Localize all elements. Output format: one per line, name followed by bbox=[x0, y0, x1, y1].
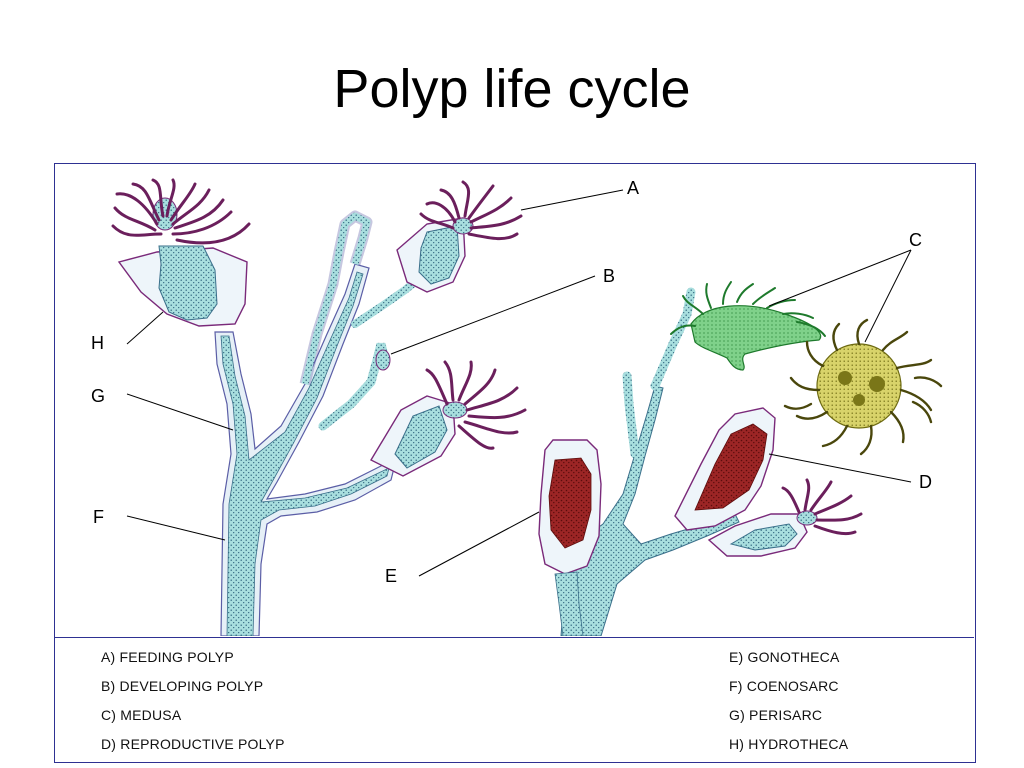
gonotheca-e-gonads bbox=[548, 457, 592, 549]
medusa-yellow bbox=[783, 318, 943, 456]
tentacles-small bbox=[781, 478, 863, 536]
right-colony bbox=[538, 287, 863, 636]
hydroid-illustration: A B C D E F G H bbox=[91, 178, 943, 636]
callout-c: C bbox=[909, 230, 922, 250]
legend-item-f: F) COENOSARC bbox=[729, 678, 839, 694]
legend-item-h: H) HYDROTHECA bbox=[729, 736, 849, 752]
left-colony bbox=[111, 178, 527, 636]
leader-h bbox=[126, 311, 164, 345]
figure-frame: A B C D E F G H A) FEEDING POLYP B) DEVE… bbox=[54, 163, 976, 763]
medusa-green bbox=[670, 281, 826, 371]
right-branch-up-right bbox=[650, 287, 696, 391]
callout-g: G bbox=[91, 386, 105, 406]
leader-c-yellow bbox=[864, 249, 912, 343]
legend-item-d: D) REPRODUCTIVE POLYP bbox=[101, 736, 285, 752]
leader-lines bbox=[126, 189, 912, 577]
leader-g bbox=[126, 393, 234, 431]
leader-f bbox=[126, 515, 226, 541]
callout-b: B bbox=[603, 266, 615, 286]
legend-divider bbox=[55, 637, 974, 638]
slide-title: Polyp life cycle bbox=[333, 59, 691, 119]
developing-polyp-b bbox=[318, 342, 390, 431]
callout-f: F bbox=[93, 507, 104, 527]
leader-c-green bbox=[768, 249, 912, 307]
tentacles-mid bbox=[425, 360, 527, 450]
hypostome-h bbox=[152, 197, 178, 231]
feeding-polyp-mid-body bbox=[394, 405, 448, 469]
leader-e bbox=[418, 511, 540, 577]
leader-a bbox=[520, 189, 624, 211]
legend-item-e: E) GONOTHECA bbox=[729, 649, 840, 665]
callout-d: D bbox=[919, 472, 932, 492]
legend-item-a: A) FEEDING POLYP bbox=[101, 649, 234, 665]
right-branch-up-left bbox=[622, 371, 640, 459]
legend-item-g: G) PERISARC bbox=[729, 707, 823, 723]
legend-item-b: B) DEVELOPING POLYP bbox=[101, 678, 264, 694]
legend-item-c: C) MEDUSA bbox=[101, 707, 182, 723]
right-colony-stalk bbox=[560, 385, 740, 636]
leader-b bbox=[390, 275, 596, 355]
tentacles-h bbox=[111, 178, 251, 245]
callout-h: H bbox=[91, 333, 104, 353]
polyp-body-h bbox=[158, 245, 218, 321]
callout-e: E bbox=[385, 566, 397, 586]
main-stalk-coenosarc bbox=[220, 271, 390, 636]
reproductive-polyp-d-gonads bbox=[694, 423, 768, 511]
callout-a: A bbox=[627, 178, 639, 198]
leader-d bbox=[768, 453, 912, 483]
tentacles-a bbox=[419, 180, 523, 241]
